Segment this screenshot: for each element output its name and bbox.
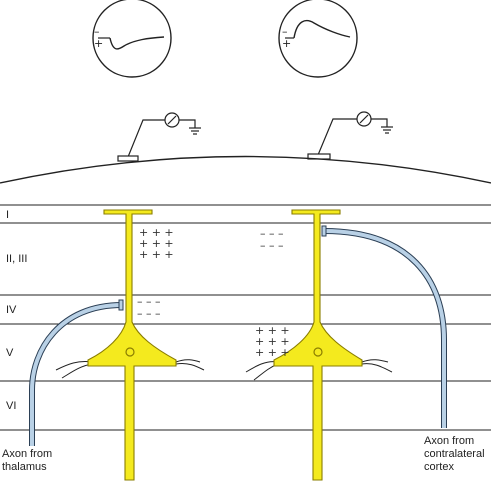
charge-plus-left-superficial: + + + + + + + + + (139, 226, 174, 261)
osc-plus-label: + (94, 37, 103, 50)
layer-label-i: I (6, 209, 9, 221)
minus-row: – – – (260, 239, 284, 252)
layer-label-ii-iii: II, III (6, 253, 27, 265)
recording-circuit-left (117, 112, 201, 162)
pyramidal-neuron-left (55, 209, 205, 481)
plus-row: + + + (255, 335, 290, 348)
neuron-body (273, 209, 363, 481)
ground-icon (381, 126, 393, 134)
ground-icon (189, 127, 201, 135)
cortical-surface (0, 155, 491, 184)
plus-row: + + + (139, 248, 174, 261)
synaptic-terminal (118, 299, 124, 311)
recording-circuit-right (307, 111, 393, 160)
oscilloscope-right: – + (278, 0, 358, 78)
charge-minus-left-deep: – – – – – – (137, 295, 161, 320)
oscilloscope-icon (278, 0, 358, 78)
waveform-positive (293, 20, 351, 39)
osc-plus-label: + (282, 37, 291, 50)
osc-minus-label: – (94, 25, 100, 38)
plus-row: + + + (255, 324, 290, 337)
caption-contralateral-line3: cortex (424, 461, 454, 473)
caption-thalamus-line1: Axon from (2, 448, 52, 460)
neuron-body (87, 209, 177, 481)
minus-row: – – – (137, 295, 161, 308)
waveform-negative (109, 36, 165, 50)
layer-boundaries (0, 204, 491, 431)
oscilloscope-left: – + (92, 0, 172, 78)
charge-minus-right-superficial: – – – – – – (260, 227, 284, 252)
layer-label-v: V (6, 347, 14, 359)
plus-row: + + + (255, 346, 290, 359)
minus-row: – – – (260, 227, 284, 240)
nucleus (125, 347, 135, 357)
axon-from-thalamus (29, 299, 124, 446)
plus-row: + + + (139, 237, 174, 250)
axon-from-contralateral-cortex (321, 225, 447, 428)
plus-row: + + + (139, 226, 174, 239)
minus-row: – – – (137, 307, 161, 320)
caption-contralateral-line2: contralateral (424, 448, 485, 460)
pyramidal-neuron-right (245, 209, 393, 481)
nucleus (313, 347, 323, 357)
osc-minus-label: – (282, 25, 288, 38)
layer-label-iv: IV (6, 304, 17, 316)
charge-plus-right-deep: + + + + + + + + + (255, 324, 290, 359)
caption-contralateral-line1: Axon from (424, 435, 474, 447)
electrode-icon (117, 155, 139, 162)
synaptic-terminal (321, 225, 327, 237)
layer-label-vi: VI (6, 400, 16, 412)
oscilloscope-icon (92, 0, 172, 78)
caption-thalamus-line2: thalamus (2, 461, 47, 473)
